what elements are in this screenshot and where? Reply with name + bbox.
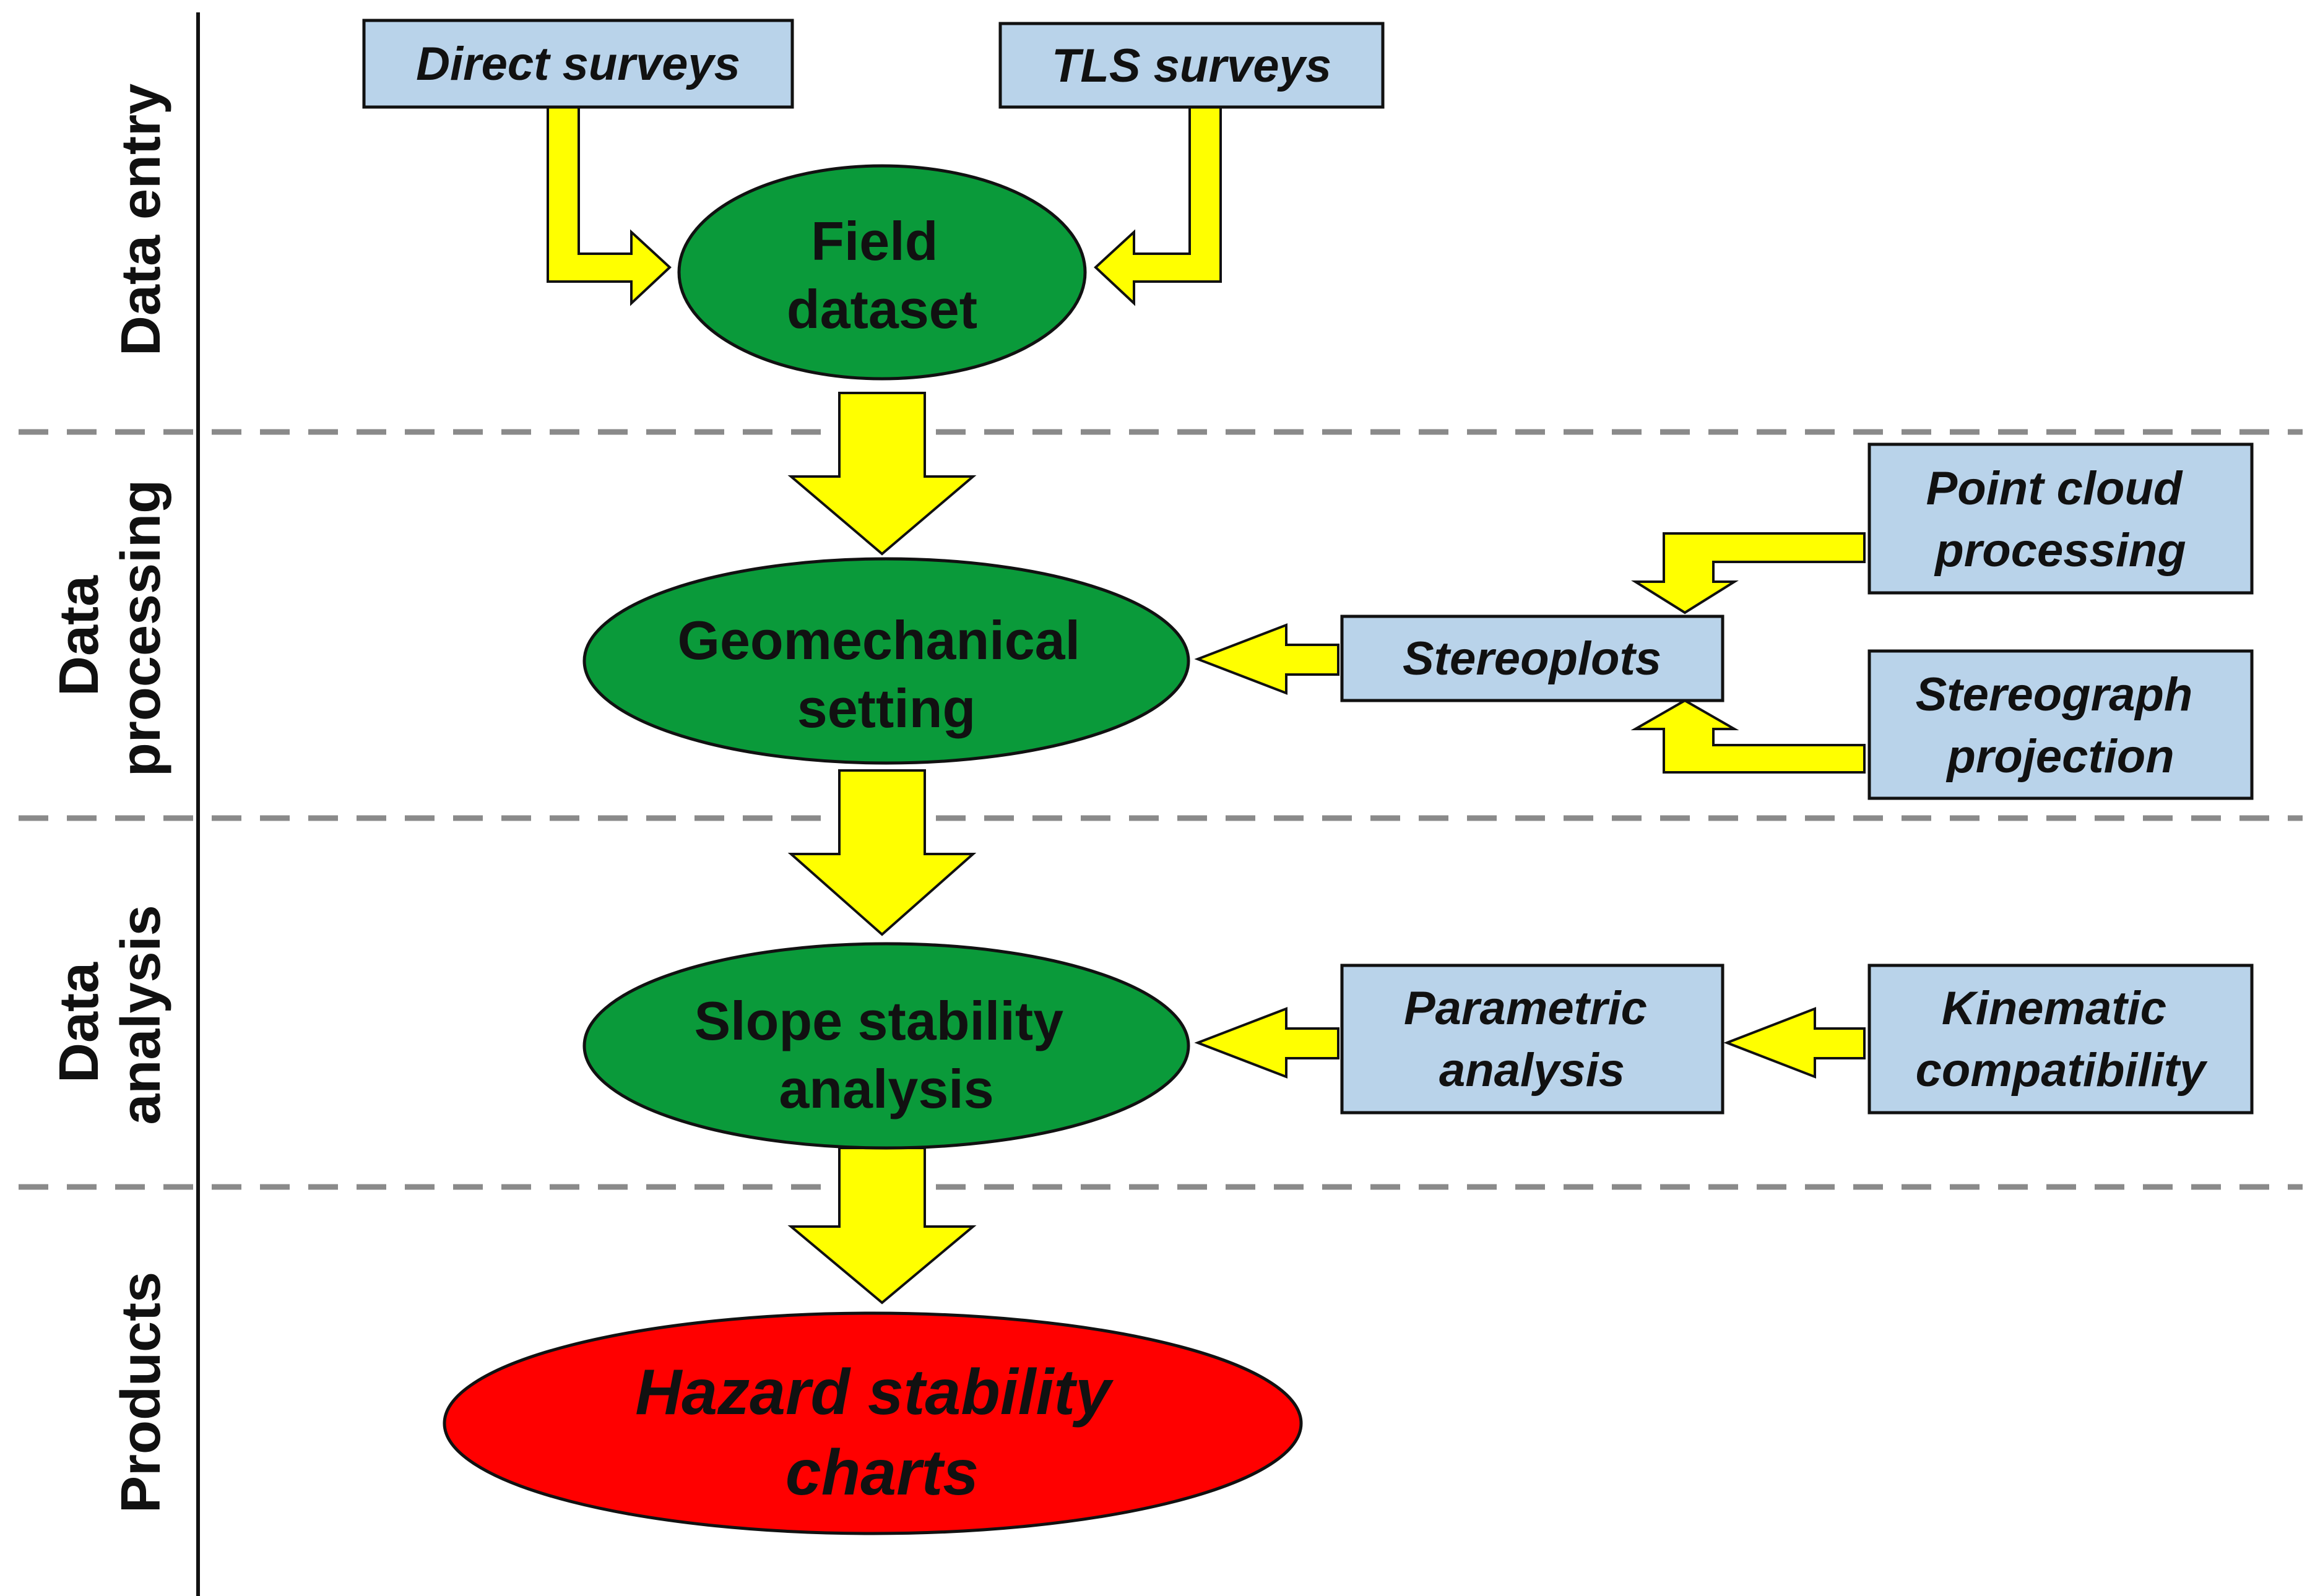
box-point-cloud-processing-label: Point cloud processing [1926, 462, 2196, 577]
arrow-field-to-geomechanical [787, 392, 977, 556]
node-slope-stability-analysis-label: Slope stability analysis [694, 990, 1078, 1119]
box-tls-surveys: TLS surveys [998, 22, 1385, 109]
node-hazard-stability-charts-label: Hazard stability charts [635, 1357, 1129, 1509]
node-hazard-stability-charts: Hazard stability charts [443, 1311, 1303, 1535]
box-point-cloud-processing: Point cloud processing [1867, 442, 2254, 595]
node-geomechanical-setting-line2: setting [797, 678, 976, 739]
node-geomechanical-setting: Geomechanical setting [582, 557, 1190, 765]
arrow-stereoplots-to-geomechanical [1194, 623, 1339, 695]
node-slope-stability-analysis-line2: analysis [779, 1058, 993, 1119]
arrow-direct-surveys-to-field [547, 105, 672, 306]
node-geomechanical-setting-label: Geomechanical setting [678, 610, 1096, 739]
box-stereograph-projection-line2: projection [1945, 730, 2174, 783]
arrow-tls-surveys-to-field [1094, 105, 1222, 306]
box-stereograph-projection-shape [1867, 649, 2254, 800]
box-kinematic-compatibility-line1: Kinematic [1942, 982, 2166, 1035]
box-kinematic-compatibility-label: Kinematic compatibility [1916, 982, 2208, 1097]
process-nodes: Field dataset Geomechanical setting Slop… [443, 164, 1303, 1535]
box-stereoplots-shape [1340, 615, 1724, 702]
lane-structure [19, 12, 2303, 1596]
lane-label-data-analysis-line1: Data [48, 962, 110, 1083]
box-stereograph-projection: Stereograph projection [1867, 649, 2254, 800]
arrow-slope-to-hazard [787, 1147, 977, 1305]
node-hazard-stability-charts-shape [443, 1311, 1303, 1535]
box-stereoplots-label: Stereoplots [1403, 632, 1661, 685]
node-slope-stability-analysis-shape [582, 942, 1190, 1150]
input-boxes: Direct surveys TLS surveys Point cloud p… [362, 19, 2254, 1115]
node-slope-stability-analysis: Slope stability analysis [582, 942, 1190, 1150]
arrow-kinematic-to-parametric [1723, 1007, 1866, 1079]
box-parametric-analysis-label: Parametric analysis [1404, 982, 1660, 1097]
box-tls-surveys-label: TLS surveys [1052, 40, 1331, 92]
lane-label-data-processing-line1: Data [48, 575, 110, 696]
arrow-stereograph-to-stereoplots [1630, 699, 1866, 774]
box-parametric-analysis-line1: Parametric [1404, 982, 1647, 1035]
box-point-cloud-processing-shape [1867, 442, 2254, 595]
lane-label-data-analysis-line2: analysis [110, 905, 172, 1124]
box-kinematic-compatibility-line2: compatibility [1916, 1044, 2208, 1097]
box-direct-surveys: Direct surveys [362, 19, 794, 109]
box-kinematic-compatibility: Kinematic compatibility [1867, 964, 2254, 1115]
box-direct-surveys-label: Direct surveys [416, 38, 740, 90]
box-point-cloud-processing-line1: Point cloud [1926, 462, 2183, 515]
box-parametric-analysis: Parametric analysis [1340, 964, 1724, 1115]
box-tls-surveys-shape [998, 22, 1385, 109]
node-field-dataset-line1: Field [811, 210, 938, 272]
box-parametric-analysis-line2: analysis [1439, 1044, 1625, 1097]
node-geomechanical-setting-line1: Geomechanical [678, 610, 1081, 671]
box-point-cloud-processing-line2: processing [1934, 524, 2186, 577]
node-field-dataset-line2: dataset [787, 278, 977, 340]
box-kinematic-compatibility-shape [1867, 964, 2254, 1115]
arrow-parametric-to-slope [1194, 1007, 1339, 1079]
main-flow-arrows [787, 392, 977, 1305]
node-field-dataset: Field dataset [677, 164, 1087, 381]
box-parametric-analysis-shape [1340, 964, 1724, 1115]
lane-label-data-processing: Data processing [48, 480, 172, 777]
arrow-point-cloud-to-stereoplots [1631, 532, 1866, 615]
node-slope-stability-analysis-line1: Slope stability [694, 990, 1063, 1051]
lane-labels: Data entry Data processing Data analysis… [48, 84, 172, 1513]
node-field-dataset-shape [677, 164, 1087, 381]
side-arrows [547, 105, 1866, 1079]
node-field-dataset-label: Field dataset [787, 210, 977, 340]
arrow-geomechanical-to-slope [787, 769, 977, 936]
node-hazard-stability-charts-line2: charts [785, 1437, 979, 1509]
lane-label-products: Products [110, 1272, 172, 1513]
lane-label-data-processing-line2: processing [110, 480, 172, 777]
box-direct-surveys-shape [362, 19, 794, 109]
box-stereograph-projection-label: Stereograph projection [1916, 668, 2206, 783]
node-geomechanical-setting-shape [582, 557, 1190, 765]
box-stereograph-projection-line1: Stereograph [1916, 668, 2193, 721]
lane-label-data-analysis: Data analysis [48, 905, 172, 1124]
node-hazard-stability-charts-line1: Hazard stability [635, 1357, 1114, 1428]
lane-label-data-entry: Data entry [110, 84, 172, 356]
box-stereoplots: Stereoplots [1340, 615, 1724, 702]
